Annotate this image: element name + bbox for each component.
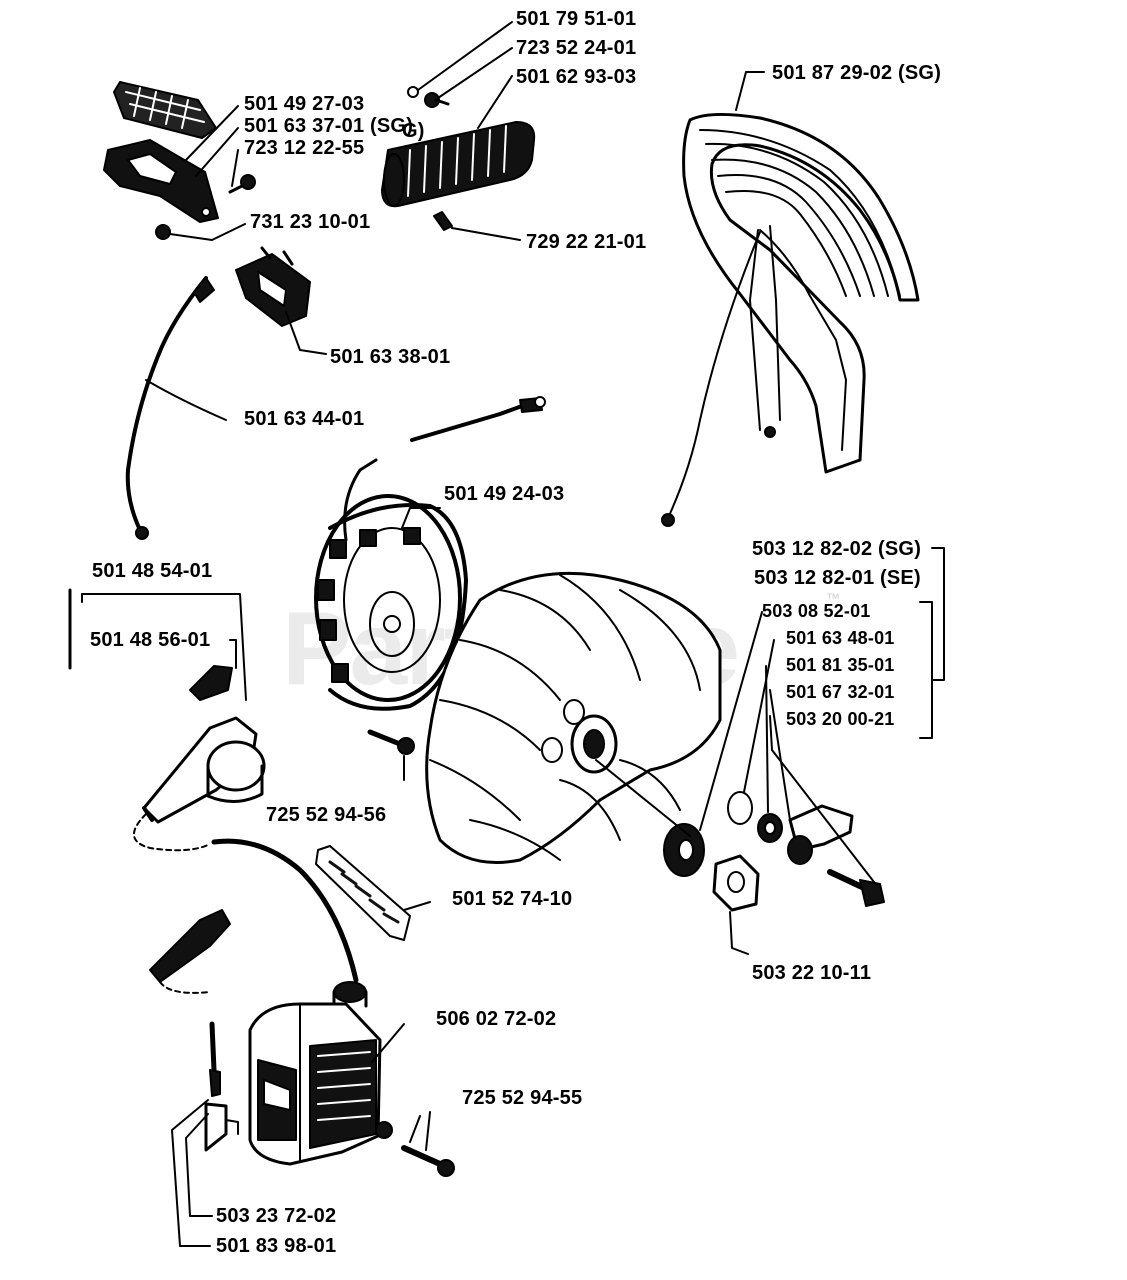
part-label-503085201[interactable]: 503 08 52-01 — [762, 601, 871, 621]
screws-725529455-drawing — [375, 1111, 455, 1177]
part-label-501673201[interactable]: 501 67 32-01 — [786, 682, 895, 702]
part-label-501813501[interactable]: 501 81 35-01 — [786, 655, 895, 675]
bolt-503200021-drawing — [827, 869, 885, 907]
part-label-501634801[interactable]: 501 63 48-01 — [786, 628, 895, 648]
stray-label-fragment: G) — [402, 120, 425, 142]
screw-723122255-drawing — [228, 174, 256, 194]
part-label-501795101[interactable]: 501 79 51-01 — [516, 8, 637, 30]
filter-bracket-drawing — [103, 139, 219, 240]
spring-501634801-drawing — [727, 791, 753, 825]
part-label-731231001[interactable]: 731 23 10-01 — [250, 211, 371, 233]
ht-lead-drawing — [211, 838, 359, 983]
part-label-501839801[interactable]: 501 83 98-01 — [216, 1235, 337, 1257]
washer-503085201-drawing — [663, 823, 705, 877]
part-label-503128201se[interactable]: 503 12 82-01 (SE) — [754, 567, 921, 589]
pawl-501813501-drawing — [757, 813, 783, 843]
watermark-trademark: ™ — [826, 590, 840, 606]
nut-503221011-drawing — [712, 854, 760, 955]
handle-grip-drawing — [381, 121, 536, 208]
spark-plug-cap-drawing — [142, 716, 266, 824]
hose-501527410-drawing — [315, 845, 431, 941]
terminal-501485601-drawing — [189, 639, 237, 701]
ground-wire-drawing — [410, 396, 546, 442]
part-label-723122255[interactable]: 723 12 22-55 — [244, 137, 365, 159]
part-label-501485401[interactable]: 501 48 54-01 — [92, 560, 213, 582]
part-label-725529456[interactable]: 725 52 94-56 — [266, 804, 387, 826]
part-label-501633801[interactable]: 501 63 38-01 — [330, 346, 451, 368]
fan-flywheel-drawing — [425, 571, 722, 864]
ignition-coil-drawing — [248, 981, 405, 1166]
part-label-503221011[interactable]: 503 22 10-11 — [752, 962, 872, 984]
filter-element-drawing — [113, 81, 217, 139]
part-label-725529455[interactable]: 725 52 94-55 — [462, 1087, 583, 1109]
part-label-501629303[interactable]: 501 62 93-03 — [516, 66, 637, 88]
cable-501634401-drawing — [125, 276, 227, 540]
switch-501633801-drawing — [235, 246, 327, 355]
part-label-723522401[interactable]: 723 52 24-01 — [516, 37, 637, 59]
part-label-501872902sg[interactable]: 501 87 29-02 (SG) — [772, 62, 942, 84]
part-label-501634401[interactable]: 501 63 44-01 — [244, 408, 365, 430]
part-label-503128202sg[interactable]: 503 12 82-02 (SG) — [752, 538, 922, 560]
part-label-501485601[interactable]: 501 48 56-01 — [90, 629, 211, 651]
flywheel-magnet-drawing — [314, 458, 468, 711]
part-label-503237202[interactable]: 503 23 72-02 — [216, 1205, 337, 1227]
ht-lead-dashed — [133, 813, 211, 852]
part-label-501527410[interactable]: 501 52 74-10 — [452, 888, 573, 910]
boot-drawing — [149, 909, 231, 994]
small-washer-drawing — [407, 86, 450, 108]
part-label-729222101[interactable]: 729 22 21-01 — [526, 231, 647, 253]
screw-729222101-drawing — [433, 211, 521, 241]
part-label-503200021[interactable]: 503 20 00-21 — [786, 709, 895, 729]
part-label-501633701sg[interactable]: 501 63 37-01 (SG) — [244, 115, 414, 137]
part-label-506027202[interactable]: 506 02 72-02 — [436, 1008, 557, 1030]
part-label-501492403[interactable]: 501 49 24-03 — [444, 483, 565, 505]
part-label-501492703[interactable]: 501 49 27-03 — [244, 93, 365, 115]
pawl-501673201-drawing — [787, 804, 854, 865]
spark-plug-lead-drawing — [204, 1021, 239, 1152]
cover-501872902-drawing — [661, 71, 920, 527]
bracket-501485401-drawing — [68, 588, 247, 701]
screw-725529456-drawing — [367, 729, 415, 781]
